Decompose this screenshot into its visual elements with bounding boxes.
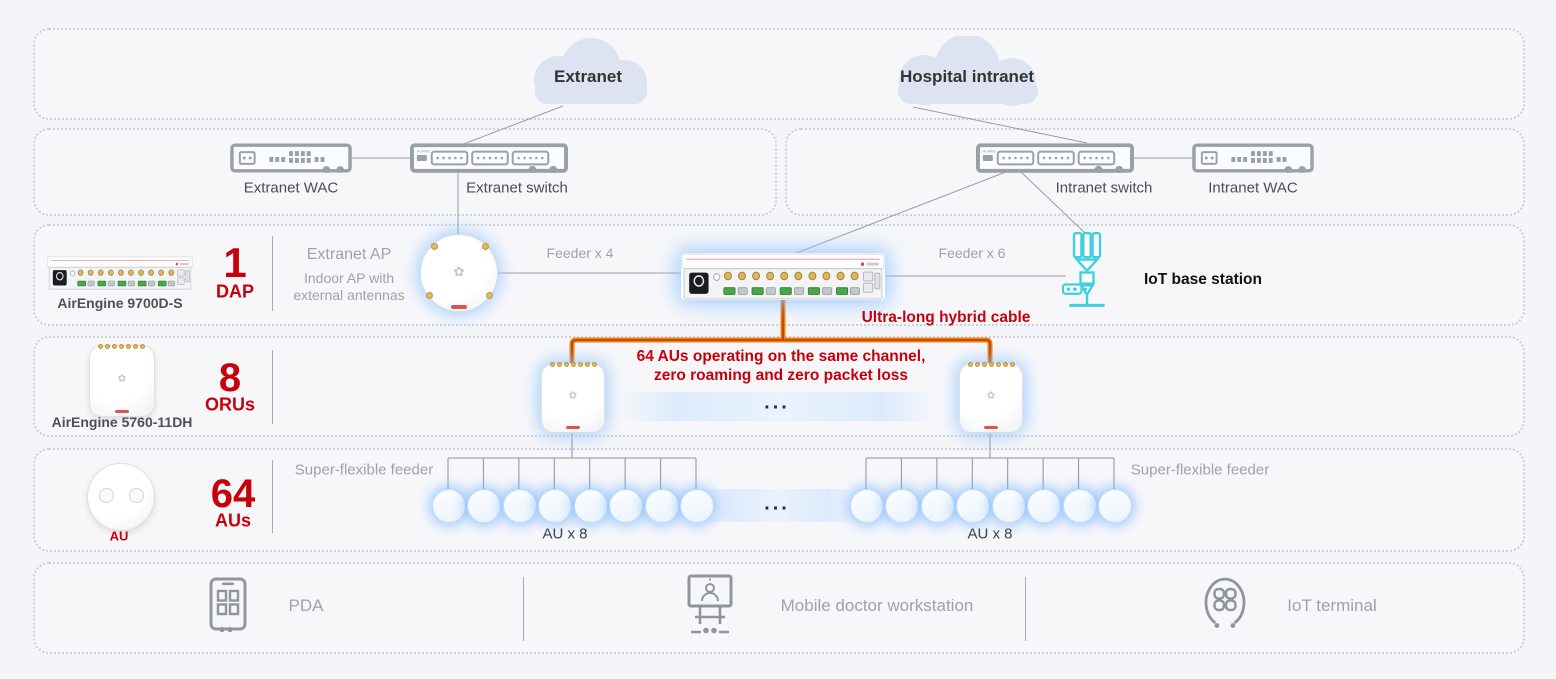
airengine-5760-image: ✿	[89, 344, 155, 417]
oru-ellipsis: ...	[764, 391, 790, 414]
iot-base-station-label: IoT base station	[1144, 271, 1262, 288]
zone-terminals	[33, 562, 1525, 654]
mobile-workstation-icon	[687, 574, 733, 636]
au-ellipsis: ...	[764, 492, 790, 515]
oru-count-unit: ORUs	[204, 394, 256, 415]
central-dap-image	[681, 253, 885, 300]
intranet-wac-icon	[1192, 143, 1314, 173]
divider-dap	[272, 236, 273, 311]
central-dap-glow	[681, 253, 885, 300]
au-group-left-label: AU x 8	[542, 525, 588, 543]
au-circle	[680, 489, 714, 523]
au-device-label: AU	[109, 528, 129, 544]
au-circle	[956, 489, 991, 523]
extranet-wac-icon	[230, 143, 352, 173]
oru-claim-line1: 64 AUs operating on the same channel,	[636, 348, 926, 365]
oru-count: 8	[218, 356, 242, 400]
divider-au	[272, 460, 273, 533]
feeder-x6-label: Feeder x 6	[938, 245, 1006, 261]
super-flexible-feeder-left: Super-flexible feeder	[294, 461, 434, 479]
iot-terminal-icon	[1203, 576, 1247, 634]
au-group-right-label: AU x 8	[967, 525, 1013, 543]
extranet-ap-name: Extranet AP	[306, 246, 392, 263]
hybrid-cable-label: Ultra-long hybrid cable	[861, 309, 1031, 326]
huawei-logo: ✿	[986, 390, 996, 402]
oru-device-left: ✿	[541, 362, 605, 433]
au-circle	[538, 489, 573, 523]
zone-intranet-network	[785, 128, 1525, 216]
oru-claim-line2: zero roaming and zero packet loss	[653, 367, 909, 384]
au-count: 64	[210, 472, 256, 516]
super-flexible-feeder-right: Super-flexible feeder	[1130, 461, 1270, 479]
au-circle	[1027, 489, 1062, 523]
huawei-logo: ✿	[453, 264, 465, 279]
extranet-switch-icon	[410, 143, 568, 173]
huawei-logo: ✿	[117, 373, 127, 385]
intranet-cloud-label: Hospital intranet	[899, 67, 1035, 86]
au-circle	[644, 489, 679, 523]
extranet-wac-label: Extranet WAC	[243, 179, 339, 197]
au-circle	[1062, 489, 1097, 523]
au-circle	[502, 489, 537, 523]
intranet-switch-icon	[976, 143, 1134, 173]
au-circle	[432, 489, 466, 523]
au-circle	[920, 489, 955, 523]
mobile-workstation-label: Mobile doctor workstation	[780, 596, 974, 615]
extranet-switch-label: Extranet switch	[466, 179, 568, 197]
intranet-switch-label: Intranet switch	[1055, 179, 1153, 197]
dap-count-unit: DAP	[215, 281, 255, 302]
au-circle	[609, 489, 644, 523]
gradient-band-oru	[618, 392, 940, 421]
intranet-cloud-shape	[898, 36, 1038, 106]
airengine-9700-image	[47, 256, 193, 290]
iot-terminal-label: IoT terminal	[1287, 596, 1377, 615]
pda-label: PDA	[288, 596, 324, 615]
au-device-image	[87, 463, 155, 531]
au-circle	[467, 489, 502, 523]
airengine-9700-label: AirEngine 9700D-S	[57, 295, 183, 311]
pda-icon	[208, 577, 248, 635]
airengine-5760-label: AirEngine 5760-11DH	[51, 414, 193, 430]
zone-extranet-network	[33, 128, 777, 216]
au-circle	[885, 489, 920, 523]
divider-terminals-1	[523, 577, 524, 641]
oru-device-right: ✿	[959, 362, 1023, 433]
au-circle	[850, 489, 884, 523]
au-circle	[991, 489, 1026, 523]
au-count-unit: AUs	[214, 510, 252, 531]
extranet-ap-desc-1: Indoor AP with	[303, 270, 395, 286]
extranet-cloud-label: Extranet	[553, 67, 623, 86]
au-circle	[1098, 489, 1132, 523]
intranet-wac-label: Intranet WAC	[1208, 179, 1298, 197]
huawei-logo: ✿	[568, 390, 578, 402]
zone-clouds	[33, 28, 1525, 120]
extranet-ap-device: ✿	[420, 234, 498, 312]
au-circle	[573, 489, 608, 523]
divider-terminals-2	[1025, 577, 1026, 641]
gradient-band-au	[698, 489, 858, 522]
extranet-ap-desc-2: external antennas	[293, 287, 405, 303]
feeder-x4-label: Feeder x 4	[546, 245, 614, 261]
iot-base-station-icon	[1062, 230, 1112, 315]
divider-oru	[272, 350, 273, 424]
extranet-cloud-shape	[534, 38, 647, 104]
dap-count: 1	[223, 239, 247, 286]
